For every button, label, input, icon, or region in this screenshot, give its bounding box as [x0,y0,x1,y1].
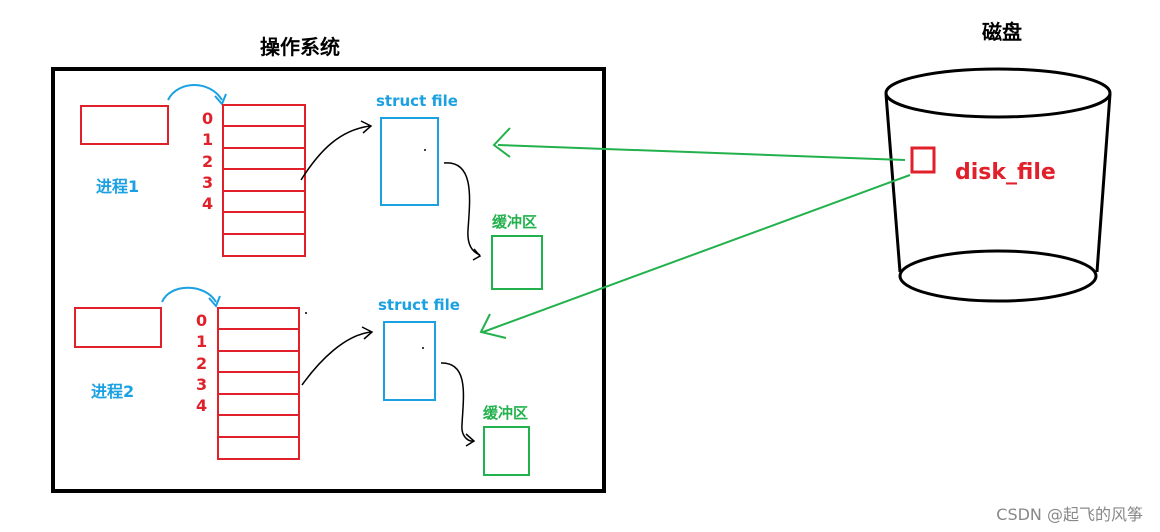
process1-group: 进程1 0 1 2 3 4 struct file 缓冲区 [80,84,543,290]
process2-buffer-label: 缓冲区 [483,404,528,422]
fd-index: 1 [202,130,213,149]
fd-index: 2 [196,354,207,373]
fd-table-row [222,104,306,127]
fd-table-row [217,307,300,330]
process1-pcb-box [80,105,169,145]
process1-struct-file-label: struct file [376,92,458,110]
process2-buffer-arrowhead [465,433,476,447]
fd-table-row [217,371,300,395]
disk-cylinder-top [884,67,1112,119]
process2-struct-file-box [383,321,436,401]
disk-title: 磁盘 [982,20,1022,44]
process2-label: 进程2 [91,382,134,401]
fd-table-row [222,168,306,192]
fd-table-row [222,190,306,213]
disk-file-box [910,146,936,174]
process2-struct-file-label: struct file [378,296,460,314]
fd-table-row [217,414,300,438]
disk-to-struct2-arrowhead [479,313,507,339]
process2-struct-to-buffer-arrow [440,362,475,442]
stray-dot [422,347,424,349]
watermark: CSDN @起飞的风筝 [996,505,1143,524]
fd-table-row [222,233,306,257]
process1-pcb-to-fdtable-arrow [167,84,223,101]
stray-dot [602,173,606,177]
process2-pcb-arrowhead [208,295,221,308]
fd-index: 1 [196,332,207,351]
disk-cylinder-right-side [1095,93,1112,273]
fd-index: 3 [202,173,213,192]
process1-struct-file-box [380,117,439,206]
process1-buffer-box [491,235,543,290]
process2-group: 进程2 0 1 2 3 4 struct file 缓冲区 [74,286,530,476]
process2-fd-table [217,307,300,460]
fd-table-row [217,350,300,373]
disk-group: 磁盘 disk_file [884,20,1112,303]
fd-index: 4 [202,194,213,213]
disk-to-struct1-arrowhead [492,127,511,158]
process2-buffer-box [483,426,530,476]
fd-table-row [217,436,300,460]
os-box [51,67,606,493]
fd-table-row [217,393,300,416]
disk-links [479,127,911,339]
fd-index: 0 [196,311,207,330]
disk-cylinder-bottom [898,249,1098,303]
fd-table-row [222,125,306,149]
process1-fd-table [222,104,306,257]
process1-struct-to-buffer-arrow [443,162,481,256]
process2-pcb-box [74,307,162,348]
fd-table-row [217,328,300,352]
disk-to-struct2-line [482,174,911,333]
process2-pcb-to-fdtable-arrow [161,286,217,303]
process1-buffer-arrowhead [472,248,482,261]
disk-cylinder-left-side [884,93,902,273]
process1-label: 进程1 [96,177,139,196]
fd-table-row [222,147,306,170]
fd-index: 0 [202,109,213,128]
fd-index: 3 [196,375,207,394]
disk-file-label: disk_file [955,160,1056,185]
process1-fd-to-struct-arrow [300,125,371,181]
fd-table-row [222,211,306,235]
fd-index: 4 [196,396,207,415]
stray-dot [305,312,307,314]
process2-fd-arrowhead [361,326,374,340]
process2-fd-to-struct-arrow [301,331,372,386]
process1-buffer-label: 缓冲区 [492,213,537,231]
process1-fd-arrowhead [360,120,373,134]
os-title: 操作系统 [260,35,340,59]
disk-to-struct1-line [497,144,906,161]
stray-dot [424,149,426,151]
fd-index: 2 [202,152,213,171]
